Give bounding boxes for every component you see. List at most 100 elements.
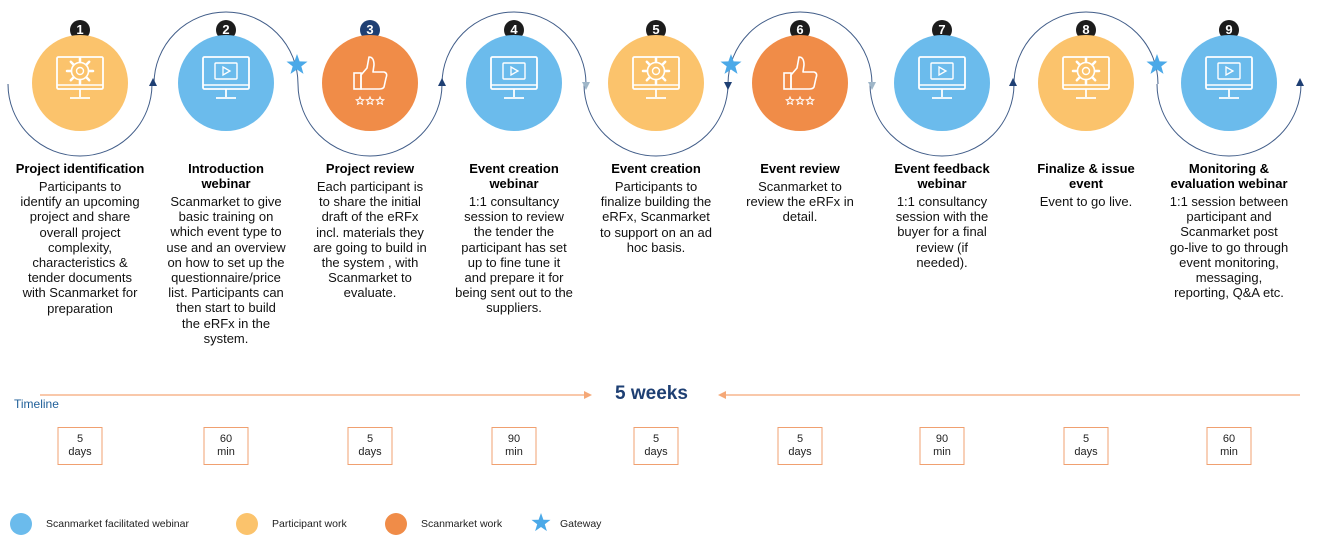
step-description-line: finalize building the: [600, 194, 712, 210]
step-title-line: Introduction: [188, 161, 264, 176]
legend-item: Gateway: [530, 512, 602, 537]
step-title-line: Event creation: [469, 161, 559, 176]
step-description-line: characteristics &: [32, 255, 128, 271]
step-title-line: event: [1069, 176, 1103, 191]
duration-value: 60: [1222, 433, 1236, 445]
duration-unit: min: [933, 446, 951, 458]
step-title-line: Monitoring &: [1188, 161, 1270, 176]
step-description-line: overall project: [39, 224, 121, 240]
step-description-line: eRFx, Scanmarket: [602, 209, 710, 225]
step-description-line: tender documents: [27, 270, 133, 286]
step-title-line: webinar: [489, 176, 539, 191]
duration-value: 90: [507, 433, 521, 445]
step-description-line: complexity,: [47, 239, 113, 255]
gateway-star-icon: [720, 54, 742, 74]
timeline-arrows: [40, 391, 1300, 399]
step-description-line: the eRFx in the: [181, 315, 271, 331]
duration-value: 5: [1082, 433, 1090, 445]
duration-unit: min: [1220, 446, 1238, 458]
step-description-line: session to review: [464, 209, 564, 225]
arrowhead-icon: [438, 78, 446, 86]
legend-label: Scanmarket facilitated webinar: [46, 518, 189, 530]
arrowhead-icon: [1296, 78, 1304, 86]
step-description-line: buyer for a final: [897, 224, 987, 240]
step-description-line: detail.: [782, 209, 818, 225]
legend-item: Scanmarket facilitated webinar: [10, 513, 189, 535]
webinar-circle: [178, 35, 274, 131]
participant-circle: [32, 35, 128, 131]
step-title-line: Project identification: [15, 161, 145, 176]
step-description-line: to support on an ad: [599, 224, 713, 240]
connector-arc: [1156, 83, 1302, 157]
duration-value: 5: [76, 433, 84, 445]
step-title-line: Project review: [325, 161, 415, 176]
step-description-line: questionnaire/price: [171, 270, 281, 286]
duration-unit: days: [1074, 446, 1098, 458]
step-description-line: the tender the: [473, 224, 555, 240]
step-title: Project identification: [8, 161, 153, 176]
step-description-line: and prepare it for: [464, 270, 564, 286]
connector-arc: [441, 11, 587, 85]
duration-unit: min: [505, 446, 523, 458]
connector-arc: [297, 83, 443, 157]
duration-value: 5: [652, 433, 660, 445]
step-description-line: up to fine tune it: [467, 254, 561, 270]
star-icon: [530, 512, 552, 537]
step-description-line: with Scanmarket for: [22, 285, 138, 301]
step-title: Project review: [298, 161, 443, 176]
legend-swatch: [385, 513, 407, 535]
step-description-line: 1:1 consultancy: [468, 194, 560, 209]
step-description-line: review the eRFx in: [746, 194, 854, 210]
step-title-line: evaluation webinar: [1170, 176, 1288, 191]
step-title-line: Event creation: [611, 161, 701, 176]
step-description-line: being sent out to the: [455, 285, 573, 301]
step-description-line: evaluate.: [343, 285, 397, 301]
arrowhead-icon: [868, 82, 876, 90]
step-title-line: Event feedback: [894, 161, 990, 176]
duration-value: 5: [366, 433, 374, 445]
step-description-line: Scanmarket post: [1180, 224, 1278, 240]
scan-circle: [752, 35, 848, 131]
step-description-line: Participants to: [614, 179, 698, 194]
step-description-line: session with the: [895, 209, 989, 225]
step-title-line: Event review: [760, 161, 840, 176]
duration-unit: days: [68, 446, 92, 458]
legend-swatch: [10, 513, 32, 535]
legend-label: Gateway: [560, 518, 602, 530]
duration-value: 5: [796, 433, 804, 445]
step-title: Event creation: [584, 161, 729, 176]
step-description-line: incl. materials they: [316, 224, 424, 240]
duration-unit: days: [644, 446, 668, 458]
step-description-line: needed).: [916, 254, 968, 270]
participant-circle: [608, 35, 704, 131]
step-description-line: Participants to: [38, 179, 122, 194]
step-description-line: are going to build in: [313, 239, 427, 255]
legend-swatch: [236, 513, 258, 535]
step-description-line: system.: [203, 330, 249, 346]
arrowhead-icon: [724, 82, 732, 90]
arrowhead-icon: [1009, 78, 1017, 86]
timeline-total: 5 weeks: [615, 383, 688, 404]
